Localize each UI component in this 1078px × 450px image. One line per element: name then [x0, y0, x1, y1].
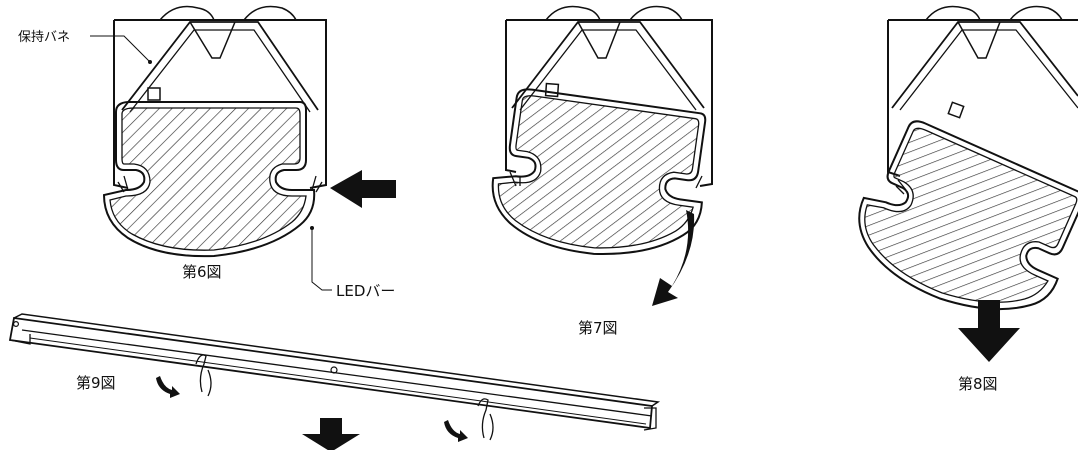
push-arrow-icon: [330, 170, 396, 208]
retaining-spring: [121, 21, 319, 111]
rotate-arrow-icon: [652, 210, 695, 306]
led-bar-body: [8, 316, 653, 430]
led-bar-label: LEDバー: [336, 282, 395, 300]
spring-label: 保持バネ: [18, 30, 70, 45]
figure-8-caption: 第8図: [958, 375, 998, 393]
figure-9-caption: 第9図: [76, 374, 116, 392]
figure-9: [8, 313, 661, 450]
figure-7-caption: 第7図: [578, 319, 618, 337]
figure-6-caption: 第6図: [182, 263, 222, 281]
figure-8: [858, 5, 1078, 362]
bottom-down-arrow-icon: [302, 418, 360, 450]
small-rotate-arrow-icon-2: [444, 420, 468, 442]
figure-6: [90, 5, 396, 291]
down-arrow-icon: [958, 300, 1020, 362]
figure-7: [491, 5, 713, 306]
small-rotate-arrow-icon: [156, 376, 180, 398]
